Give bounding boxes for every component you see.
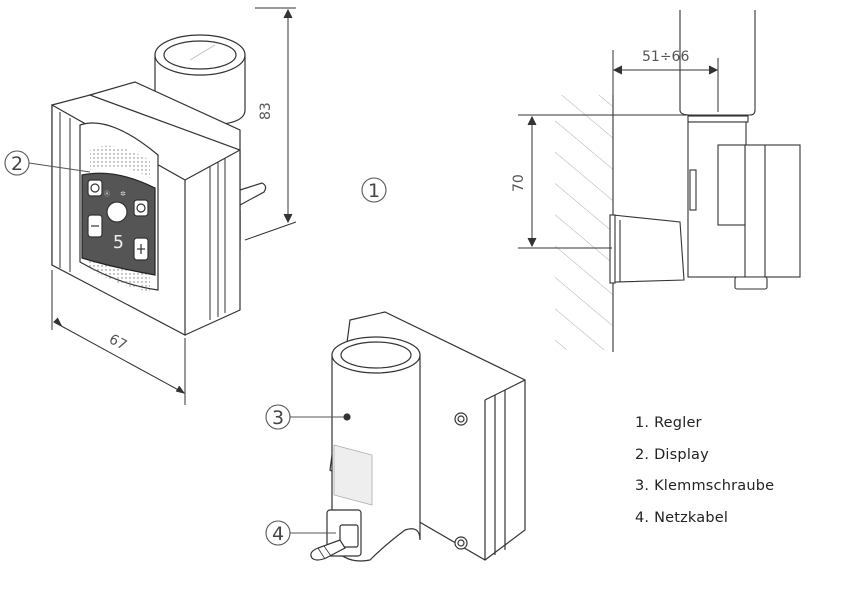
callout-3 — [265, 404, 344, 430]
parts-legend: 1. Regler 2. Display 3. Klemmschraube 4.… — [635, 408, 774, 534]
dimension-wall-range-label: 51÷66 — [642, 49, 689, 65]
dimension-width-label: 67 — [106, 331, 129, 353]
mode-button-shape — [133, 199, 149, 217]
legend-number: 4. — [635, 509, 650, 526]
legend-label: Netzkabel — [654, 509, 729, 526]
legend-number: 2. — [635, 446, 650, 463]
radiator-pipe — [679, 10, 756, 116]
rear-cable — [239, 182, 267, 207]
legend-label: Display — [654, 446, 709, 463]
dimension-wall-range — [612, 50, 719, 112]
side-cable-gland — [734, 276, 768, 290]
clamp-screw — [343, 413, 351, 421]
callout-4-number: 4 — [272, 523, 284, 545]
dimension-height-label: 83 — [258, 102, 274, 120]
legend-label: Klemmschraube — [654, 478, 775, 494]
callout-1-number: 1 — [368, 180, 380, 202]
display-small-label-left: Ⓐ — [104, 190, 110, 198]
legend-item-netzkabel: 4. Netzkabel — [635, 503, 774, 535]
center-dial — [106, 201, 128, 223]
dimension-width — [51, 270, 186, 405]
legend-number: 3. — [635, 478, 650, 494]
display-digit: 5 — [113, 232, 124, 253]
display-small-label-right: ✲ — [120, 190, 126, 198]
power-cable — [310, 539, 346, 561]
wall-sleeve — [612, 214, 685, 283]
rear-perspective-view — [310, 311, 526, 562]
callout-4 — [265, 520, 336, 546]
callout-3-number: 3 — [272, 407, 284, 429]
legend-label: Regler — [654, 415, 702, 431]
callout-1 — [361, 177, 387, 203]
dimension-wall-height-label: 70 — [511, 174, 527, 192]
legend-item-klemmschraube: 3. Klemmschraube — [635, 471, 774, 503]
callout-2-number: 2 — [11, 153, 23, 175]
wall-hatch-area — [555, 95, 613, 350]
power-button-shape — [87, 179, 103, 197]
legend-number: 1. — [635, 415, 650, 431]
legend-item-regler: 1. Regler — [635, 408, 774, 440]
callout-2 — [4, 150, 91, 176]
legend-item-display: 2. Display — [635, 440, 774, 472]
speaker-grille-top — [90, 145, 150, 178]
dimension-wall-height — [518, 114, 688, 249]
side-wall-view — [555, 10, 801, 352]
dimension-height — [244, 7, 297, 241]
front-perspective-view — [51, 34, 267, 336]
